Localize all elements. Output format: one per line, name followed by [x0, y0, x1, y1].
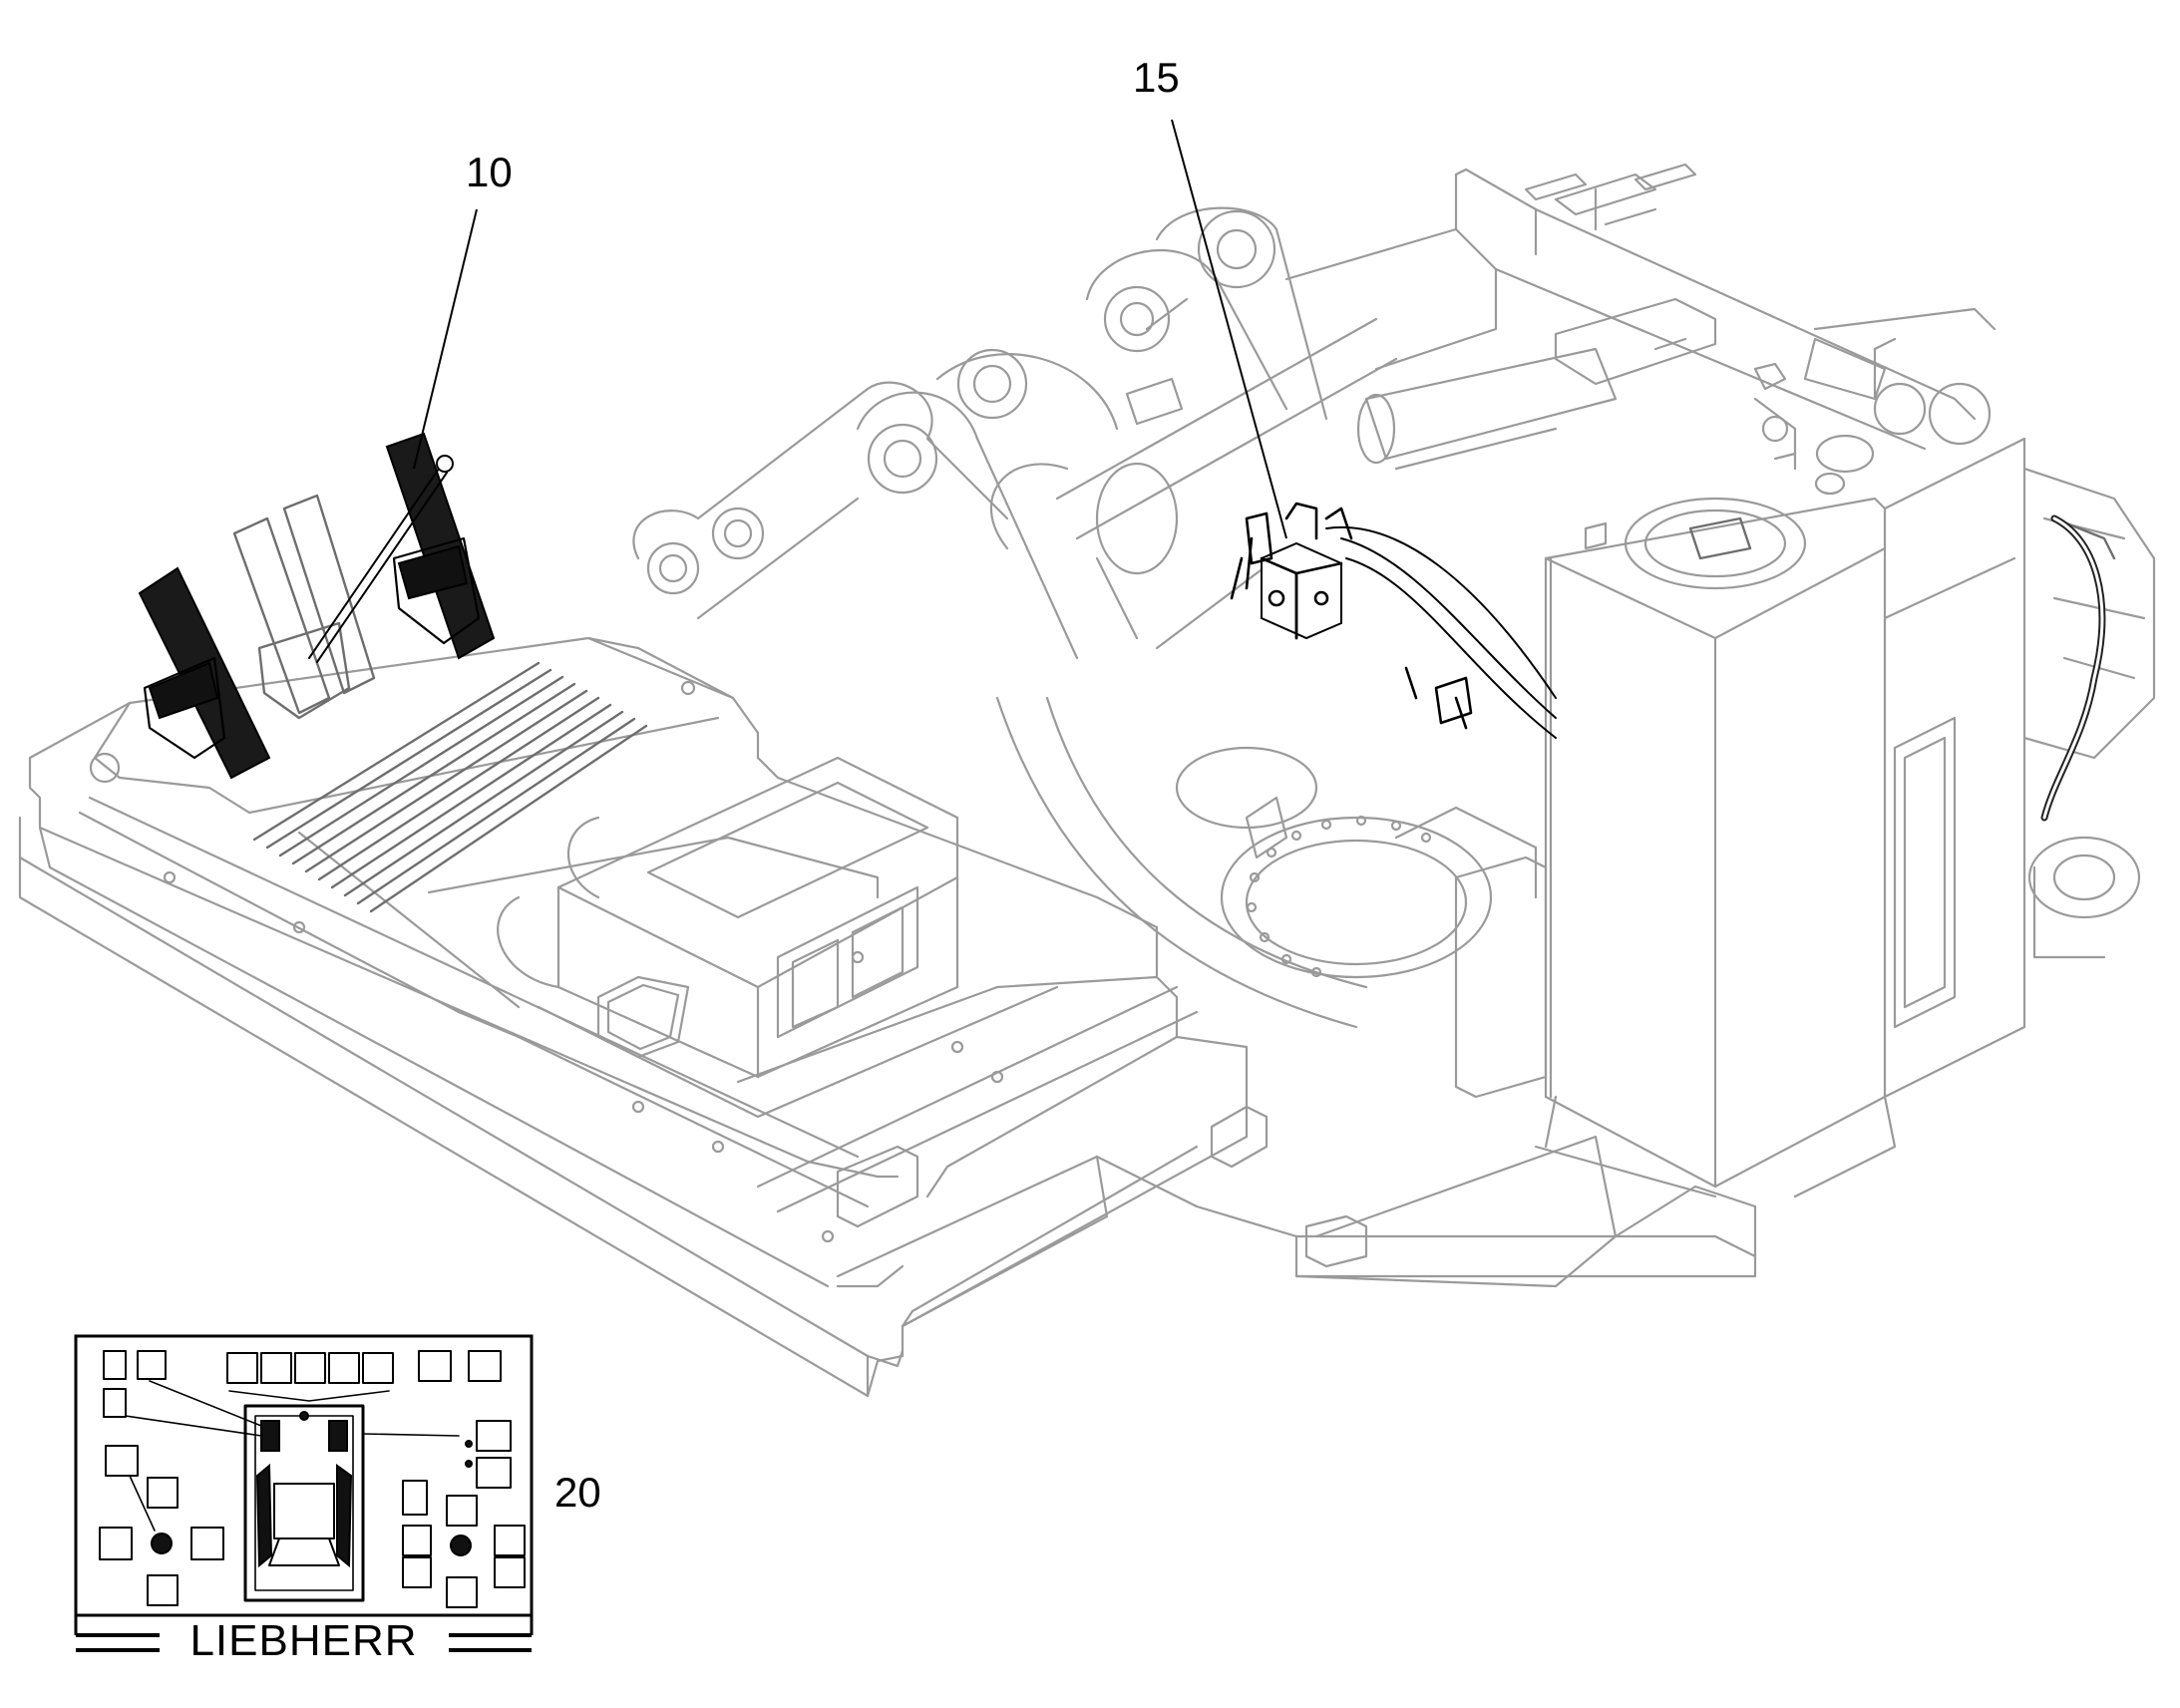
leader-lines [413, 119, 1287, 539]
fuel-tank-tower [1394, 382, 2026, 1189]
control-layout-decal-icon [74, 1334, 534, 1652]
callout-20: 20 [554, 1469, 601, 1516]
hydraulic-valve-block-icon [1230, 502, 1557, 739]
decal-brand-label: LIEBHERR [189, 1616, 418, 1665]
boom-brackets [632, 206, 1398, 1029]
seat-console [497, 756, 1059, 1119]
lower-main-frame [1095, 1095, 1897, 1288]
upper-frame [1284, 163, 1997, 461]
boom-cylinder [1356, 347, 1618, 471]
callout-10: 10 [466, 149, 513, 195]
slewing-ring [1175, 746, 1493, 979]
callout-15: 15 [1133, 54, 1180, 101]
base-frame-rails [756, 985, 1269, 1328]
pedal-icon [138, 432, 496, 780]
floor-grille [252, 661, 648, 913]
hydraulic-pump [2022, 467, 2156, 959]
